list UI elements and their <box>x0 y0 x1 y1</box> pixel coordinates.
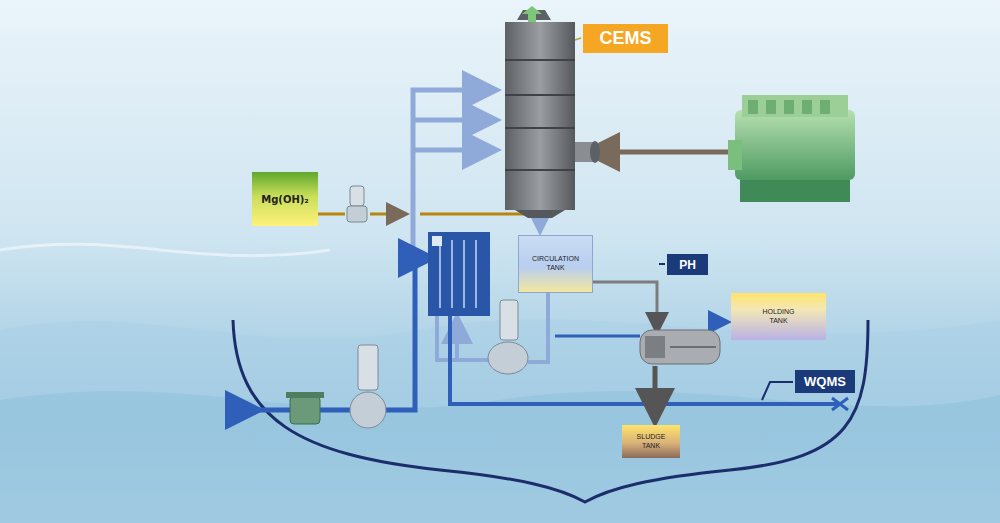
sludge-tank: SLUDGE TANK <box>622 425 680 458</box>
node-text: PH <box>679 258 696 272</box>
node-text: Mg(OH)₂ <box>261 194 309 205</box>
circulation-tank: CIRCULATION TANK <box>518 235 593 293</box>
node-text: HOLDING TANK <box>763 308 795 326</box>
wqms-label: WQMS <box>795 370 855 393</box>
holding-tank: HOLDING TANK <box>731 293 826 340</box>
ph-sensor-label: PH <box>667 254 708 275</box>
node-text: SLUDGE TANK <box>637 433 666 451</box>
node-text: CEMS <box>599 28 651 49</box>
cems-label: CEMS <box>583 24 668 53</box>
node-text: WQMS <box>804 374 846 389</box>
node-text: CIRCULATION TANK <box>532 255 579 273</box>
reagent-tank: Mg(OH)₂ <box>252 172 318 226</box>
